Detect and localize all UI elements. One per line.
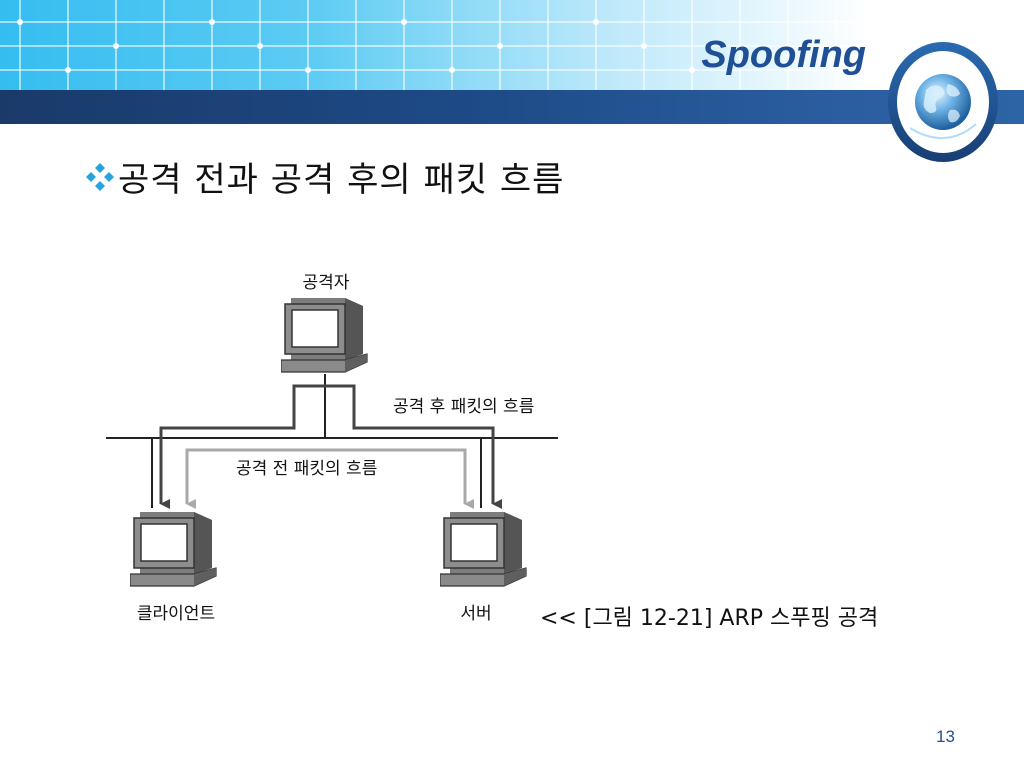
bullet-text: 공격 전과 공격 후의 패킷 흐름	[118, 160, 565, 200]
bullet-point: 공격 전과 공격 후의 패킷 흐름	[82, 152, 564, 201]
before-attack-flow-label: 공격 전 패킷의 흐름	[236, 459, 377, 479]
page-number: 13	[936, 727, 955, 746]
attacker-computer-icon	[281, 298, 368, 373]
header-background	[0, 0, 1024, 90]
server-label: 서버	[460, 604, 491, 624]
diamond-cluster-icon	[86, 162, 114, 191]
globe-icon	[886, 40, 1000, 164]
header-grid-pattern	[0, 0, 900, 90]
header-bar	[0, 90, 1024, 124]
client-label: 클라이언트	[137, 604, 215, 624]
attacker-label: 공격자	[303, 273, 350, 293]
client-computer-icon	[130, 512, 217, 587]
after-attack-flow-path	[159, 384, 495, 504]
slide-title: Spoofing	[701, 34, 866, 76]
server-computer-icon	[440, 512, 527, 587]
figure-caption: << [그림 12-21] ARP 스푸핑 공격	[540, 606, 879, 631]
after-attack-flow-label: 공격 후 패킷의 흐름	[393, 397, 534, 417]
arp-spoofing-diagram: 공격자 공격 후 패킷의 흐름 공격 전 패킷의 흐름 클라이언트 서버	[106, 273, 558, 624]
